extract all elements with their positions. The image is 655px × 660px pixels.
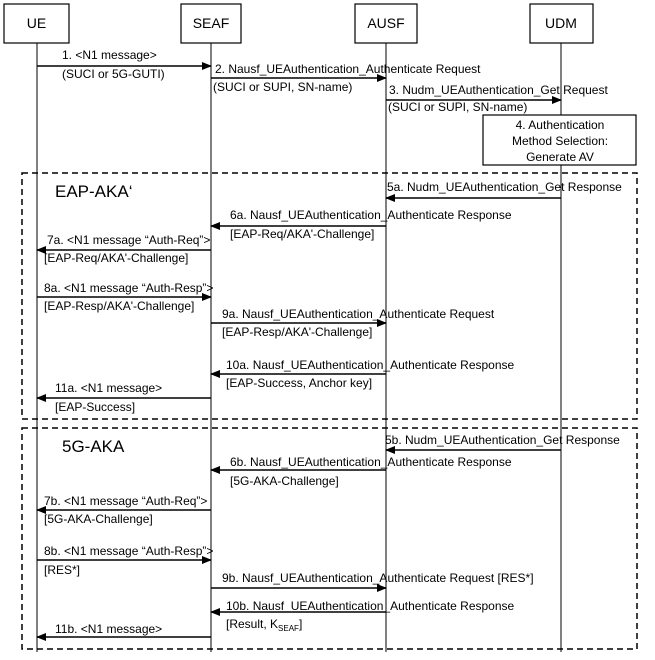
entity-udm-label: UDM	[545, 15, 577, 31]
message-2-param: (SUCI or SUPI, SN-name)	[213, 80, 352, 94]
message-7a-param: [EAP-Req/AKA'-Challenge]	[44, 251, 188, 265]
message-6a-param: [EAP-Req/AKA'-Challenge]	[230, 227, 374, 241]
message-6b-label: 6b. Nausf_UEAuthentication_Authenticate …	[230, 455, 512, 469]
section-5g-aka-label: 5G-AKA	[62, 437, 125, 456]
message-6b-param: [5G-AKA-Challenge]	[230, 474, 339, 488]
message-11a: 11a. <N1 message> [EAP-Success]	[36, 381, 211, 414]
message-6b: 6b. Nausf_UEAuthentication_Authenticate …	[210, 455, 512, 488]
process-box-line-3: Generate AV	[526, 150, 594, 164]
message-1-param: (SUCI or 5G-GUTI)	[62, 67, 165, 81]
entity-ue: UE	[3, 3, 70, 44]
process-box-line-1: 4. Authentication	[516, 118, 605, 132]
message-9b-label: 9b. Nausf_UEAuthentication_Authenticate …	[222, 571, 534, 585]
entity-ue-label: UE	[27, 15, 46, 31]
message-10a-param: [EAP-Success, Anchor key]	[226, 376, 372, 390]
message-11b: 11b. <N1 message>	[36, 622, 211, 641]
message-8b: 8b. <N1 message “Auth-Resp”> [RES*]	[37, 544, 213, 577]
message-9a-label: 9a. Nausf_UEAuthentication_Authenticate …	[222, 307, 495, 321]
entity-ausf-label: AUSF	[367, 15, 404, 31]
message-9b: 9b. Nausf_UEAuthentication_Authenticate …	[211, 571, 534, 592]
message-7a: 7a. <N1 message “Auth-Req”> [EAP-Req/AKA…	[36, 233, 211, 265]
entity-udm-box	[529, 3, 594, 44]
message-11b-label: 11b. <N1 message>	[55, 622, 162, 636]
entity-udm: UDM	[529, 3, 594, 44]
entity-seaf-label: SEAF	[193, 15, 230, 31]
message-10a: 10a. Nausf_UEAuthentication_Authenticate…	[210, 358, 515, 390]
message-1-label: 1. <N1 message>	[62, 48, 157, 62]
message-10b-label: 10b. Nausf_UEAuthentication_Authenticate…	[226, 599, 515, 613]
entity-seaf-box	[180, 3, 242, 44]
message-8a-label: 8a. <N1 message “Auth-Resp”>	[44, 281, 213, 295]
entity-ue-box	[3, 3, 70, 44]
message-5a-label: 5a. Nudm_UEAuthentication_Get Response	[387, 180, 622, 194]
entity-ausf-box	[354, 3, 418, 44]
section-eap-aka-label: EAP-AKA‘	[55, 182, 132, 201]
process-box-frame	[482, 114, 637, 166]
message-10b-param-suffix: ]	[299, 617, 302, 631]
message-3-param: (SUCI or SUPI, SN-name)	[388, 100, 527, 114]
message-9a: 9a. Nausf_UEAuthentication_Authenticate …	[211, 307, 495, 339]
entity-seaf: SEAF	[180, 3, 242, 44]
message-10b-param: [Result, KSEAF]	[226, 617, 302, 633]
message-7b: 7b. <N1 message “Auth-Req”> [5G-AKA-Chal…	[36, 494, 211, 526]
message-8b-label: 8b. <N1 message “Auth-Resp”>	[44, 544, 213, 558]
message-7b-param: [5G-AKA-Challenge]	[44, 512, 153, 526]
section-5g-aka-frame	[21, 427, 638, 650]
message-9a-param: [EAP-Resp/AKA'-Challenge]	[222, 325, 372, 339]
message-7a-label: 7a. <N1 message “Auth-Req”>	[47, 233, 210, 247]
section-eap-aka: EAP-AKA‘	[21, 172, 638, 420]
message-6a-label: 6a. Nausf_UEAuthentication_Authenticate …	[230, 208, 512, 222]
message-2-label: 2. Nausf_UEAuthentication_Authenticate R…	[215, 62, 481, 76]
message-3-label: 3. Nudm_UEAuthentication_Get Request	[389, 83, 608, 97]
message-10b-param-prefix: [Result, K	[226, 617, 278, 631]
process-box-auth-method-selection: 4. Authentication Method Selection: Gene…	[482, 114, 637, 166]
message-3: 3. Nudm_UEAuthentication_Get Request (SU…	[386, 83, 608, 114]
message-10a-label: 10a. Nausf_UEAuthentication_Authenticate…	[226, 358, 515, 372]
message-11a-label: 11a. <N1 message>	[55, 381, 162, 395]
message-10b: 10b. Nausf_UEAuthentication_Authenticate…	[210, 599, 515, 633]
section-5g-aka: 5G-AKA	[21, 427, 638, 650]
message-11a-param: [EAP-Success]	[55, 400, 135, 414]
message-5b-label: 5b. Nudm_UEAuthentication_Get Response	[385, 433, 620, 447]
process-box-line-2: Method Selection:	[512, 134, 608, 148]
message-8b-param: [RES*]	[44, 563, 80, 577]
message-2: 2. Nausf_UEAuthentication_Authenticate R…	[211, 62, 481, 94]
message-8a: 8a. <N1 message “Auth-Resp”> [EAP-Resp/A…	[37, 281, 213, 313]
message-10b-param-subscript: SEAF	[278, 624, 299, 633]
message-1: 1. <N1 message> (SUCI or 5G-GUTI)	[37, 48, 212, 81]
entity-ausf: AUSF	[354, 3, 418, 44]
message-5b: 5b. Nudm_UEAuthentication_Get Response	[385, 433, 620, 454]
message-8a-param: [EAP-Resp/AKA'-Challenge]	[44, 299, 194, 313]
message-6a: 6a. Nausf_UEAuthentication_Authenticate …	[210, 208, 512, 241]
message-5a: 5a. Nudm_UEAuthentication_Get Response	[385, 180, 622, 202]
message-7b-label: 7b. <N1 message “Auth-Req”>	[44, 494, 207, 508]
